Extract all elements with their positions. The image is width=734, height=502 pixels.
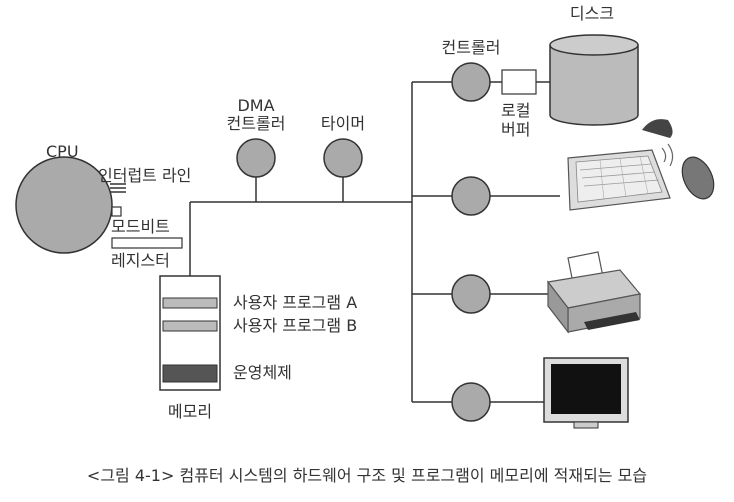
dma-label-line1: DMA [237, 96, 275, 115]
disk-label: 디스크 [569, 4, 615, 23]
mode-bit-label: 모드비트 [111, 217, 170, 236]
figure-caption: <그림 4-1> 컴퓨터 시스템의 하드웨어 구조 및 프로그램이 메모리에 적… [86, 466, 648, 485]
monitor-icon [543, 357, 629, 429]
local-buffer-label-line1: 로컬 [501, 101, 531, 120]
dma-controller-circle [236, 138, 276, 178]
cpu-label: CPU [46, 142, 79, 161]
disk-controller-circle [451, 62, 491, 102]
os-label: 운영체제 [233, 363, 292, 382]
keyboard-mouse-icon [567, 119, 715, 211]
keyboard-controller-circle [451, 176, 491, 216]
disk-icon [549, 34, 639, 126]
timer-label: 타이머 [320, 114, 366, 133]
controller-label: 컨트롤러 [441, 38, 501, 57]
register-box [111, 237, 183, 249]
dma-label-line2: 컨트롤러 [226, 114, 286, 133]
monitor-controller-circle [451, 382, 491, 422]
user-program-b-label: 사용자 프로그램 B [233, 316, 358, 335]
printer-icon [546, 251, 642, 334]
mode-bit-box [111, 206, 122, 217]
interrupt-line-label: 인터럽트 라인 [98, 166, 192, 185]
os-block [162, 364, 218, 383]
memory-label: 메모리 [167, 402, 213, 421]
user-program-a-block [162, 297, 218, 309]
cpu-circle [15, 156, 113, 254]
user-program-b-block [162, 320, 218, 332]
user-program-a-label: 사용자 프로그램 A [233, 293, 358, 312]
timer-circle [323, 138, 363, 178]
local-buffer-label-line2: 버퍼 [501, 120, 531, 139]
register-label: 레지스터 [111, 251, 170, 270]
local-buffer-box [501, 69, 537, 95]
printer-controller-circle [451, 274, 491, 314]
